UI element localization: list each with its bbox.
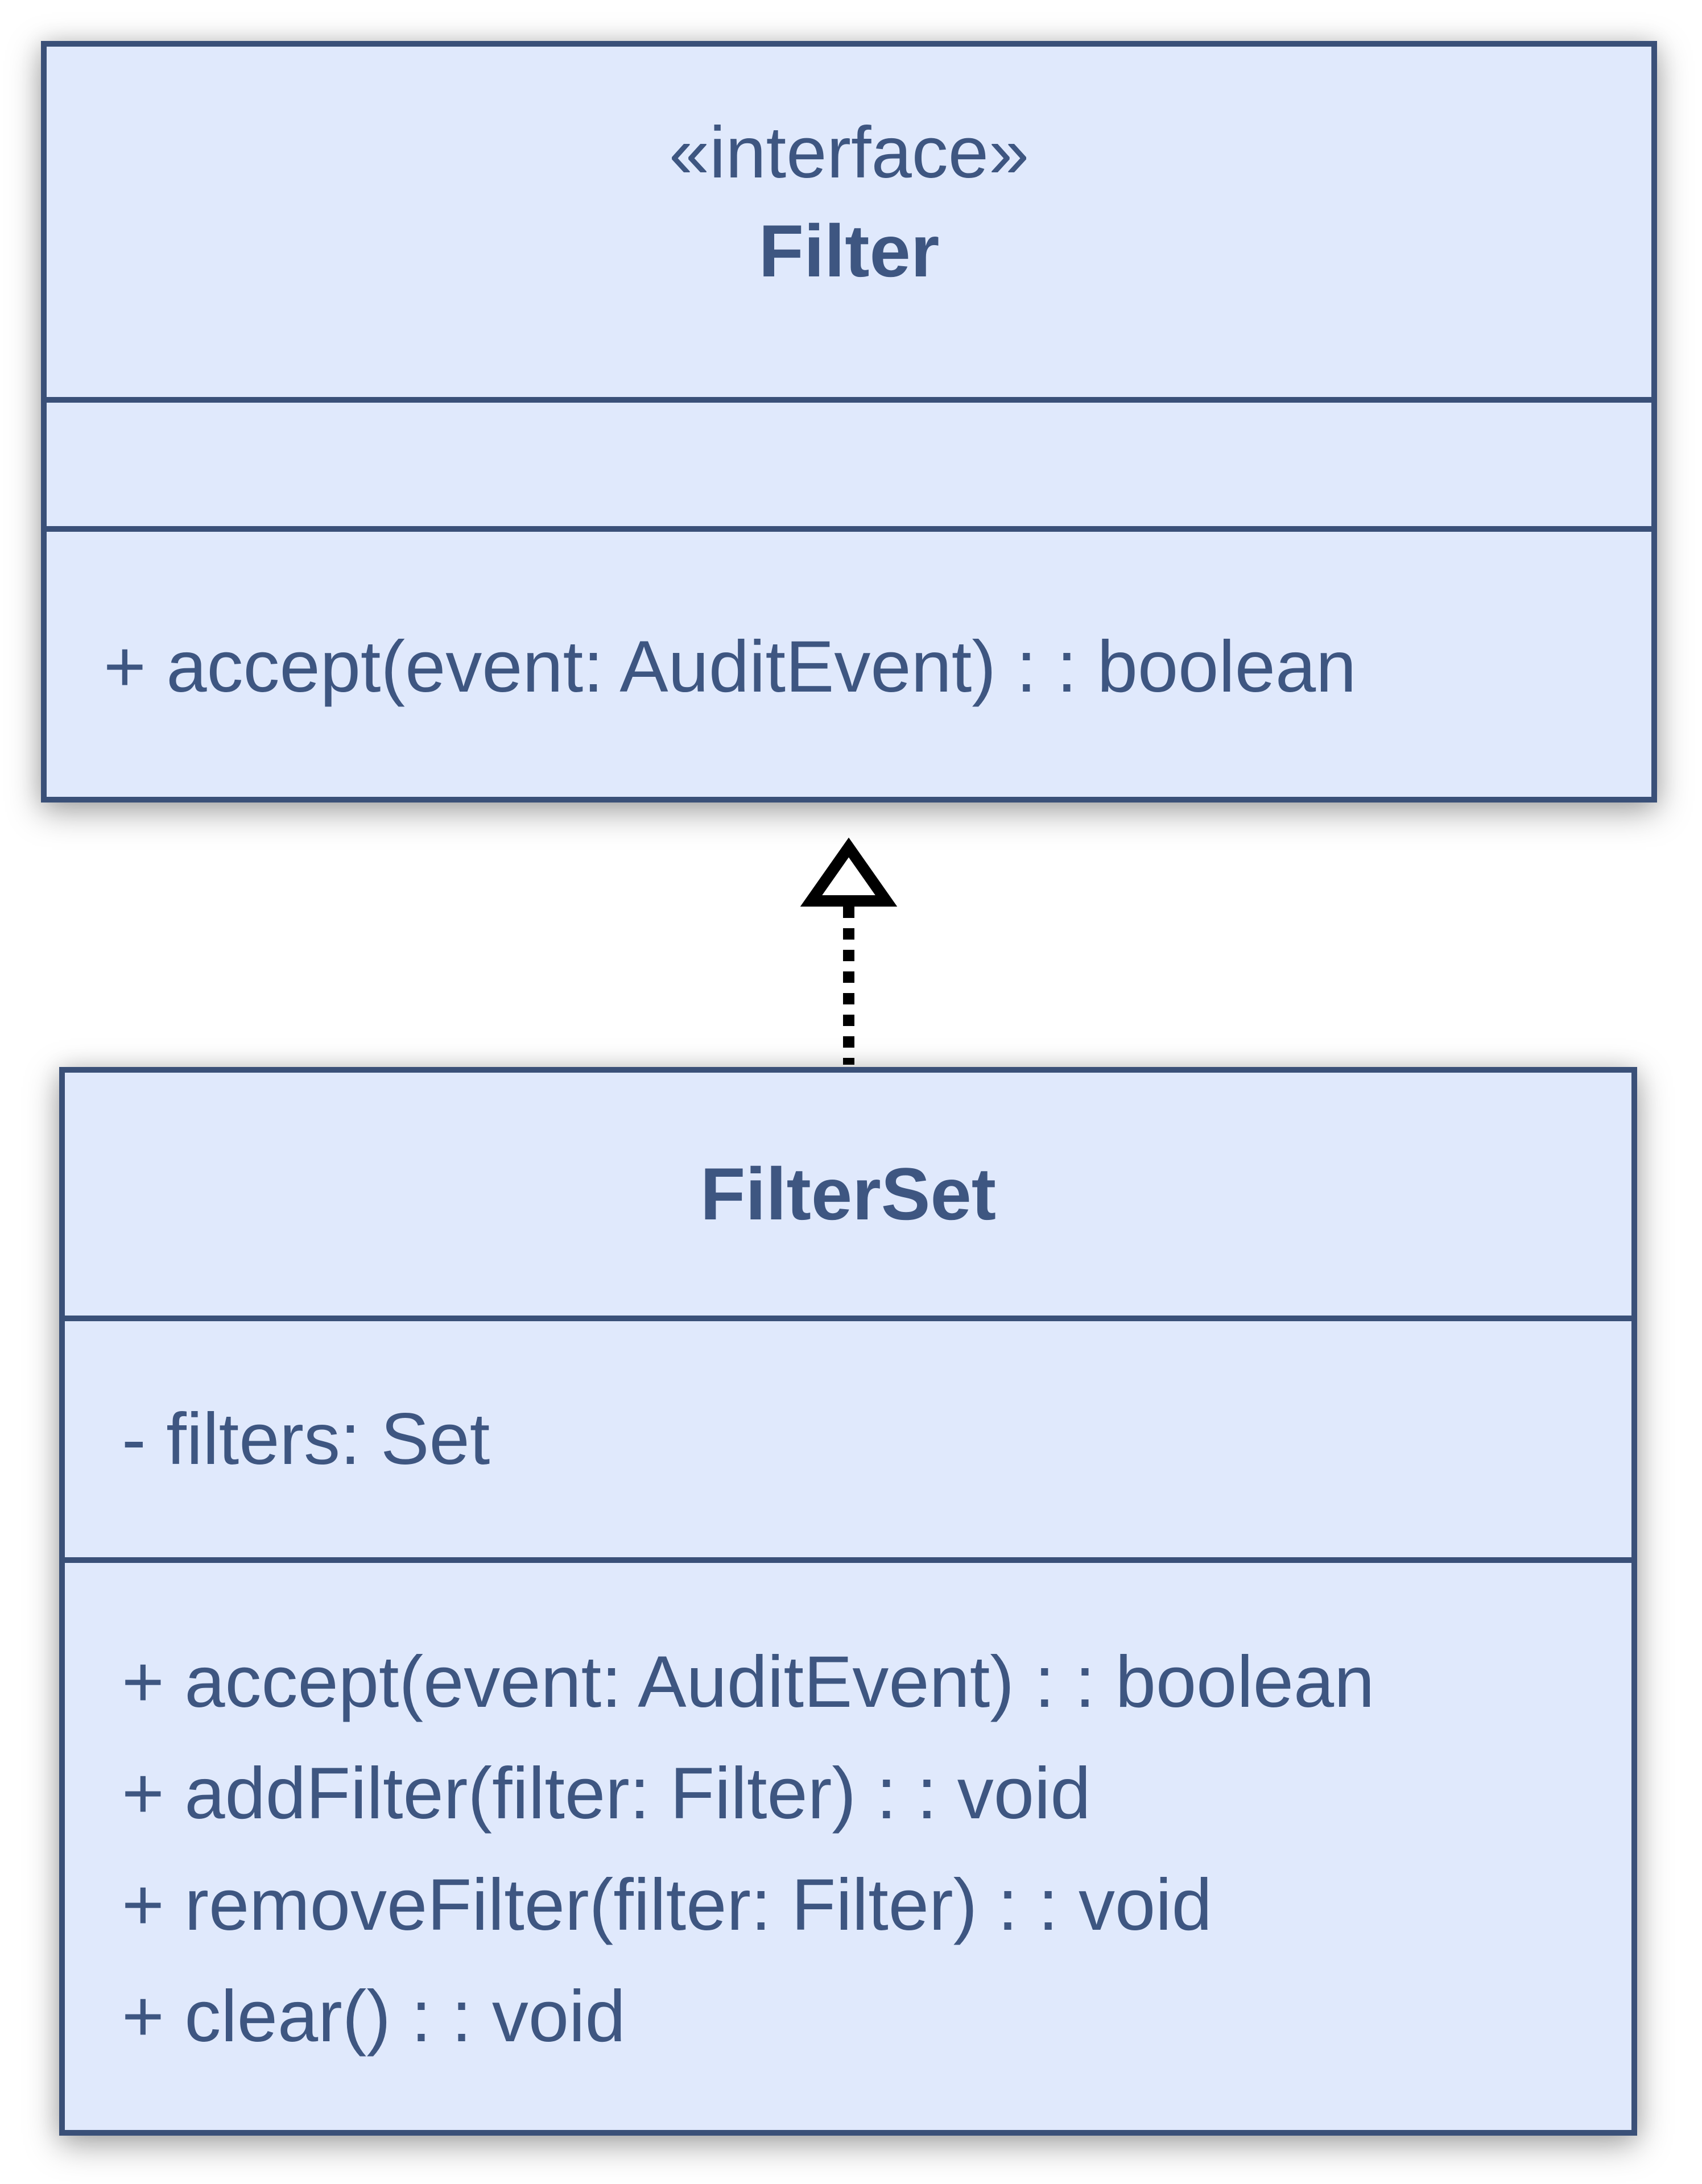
- filter-title-compartment: «interface» Filter: [47, 47, 1651, 397]
- method-add-filter: + addFilter(filter: Filter) : : void: [122, 1752, 1091, 1834]
- filter-attributes-compartment: [47, 397, 1651, 526]
- class-box-filter: «interface» Filter + accept(event: Audit…: [41, 41, 1657, 803]
- method-accept: + accept(event: AuditEvent) : : boolean: [104, 626, 1357, 708]
- method-accept: + accept(event: AuditEvent) : : boolean: [122, 1641, 1375, 1723]
- stereotype-label: «interface»: [668, 112, 1030, 193]
- class-name-filter: Filter: [758, 209, 940, 292]
- filterset-methods-compartment: + accept(event: AuditEvent) : : boolean …: [65, 1557, 1631, 2130]
- class-name-filterset: FilterSet: [700, 1152, 997, 1235]
- method-clear: + clear() : : void: [122, 1975, 626, 2057]
- filter-methods-compartment: + accept(event: AuditEvent) : : boolean: [47, 526, 1651, 797]
- method-remove-filter: + removeFilter(filter: Filter) : : void: [122, 1864, 1212, 1946]
- attribute-filters: - filters: Set: [122, 1398, 490, 1480]
- class-box-filterset: FilterSet - filters: Set + accept(event:…: [59, 1067, 1637, 2136]
- filterset-title-compartment: FilterSet: [65, 1073, 1631, 1316]
- filterset-attributes-compartment: - filters: Set: [65, 1316, 1631, 1557]
- hollow-triangle-arrowhead-icon: [800, 837, 898, 907]
